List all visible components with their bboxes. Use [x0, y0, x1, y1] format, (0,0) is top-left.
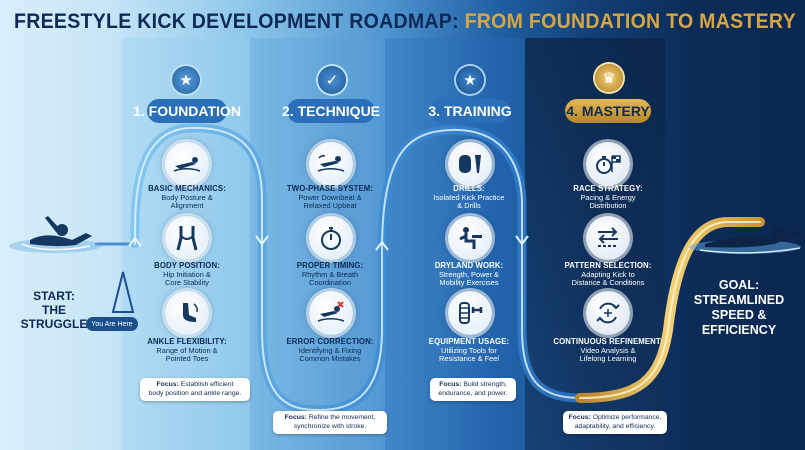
struggling-swimmer-icon	[9, 216, 101, 253]
star-medal-icon: ★	[172, 66, 200, 94]
error-correction-icon	[309, 291, 353, 335]
dryland-exercise-icon	[448, 216, 492, 260]
start-label: START:THE STRUGGLE	[20, 289, 88, 331]
stopwatch-icon	[309, 216, 353, 260]
body-position-label: BODY POSITION:Hip Initiation &Core Stabi…	[154, 261, 220, 288]
stage-header-mastery: 4. MASTERY	[565, 99, 651, 123]
equipment-icon	[448, 291, 492, 335]
foot-icon	[165, 291, 209, 335]
drills-label: DRILLS:Isolated Kick Practice& Drills	[433, 184, 505, 211]
continuous-refinement-label: CONTINUOUS REFINEMENT:Video Analysis &Li…	[553, 337, 663, 364]
technique-focus-box: Focus: Refine the movement,synchronize w…	[273, 411, 387, 435]
check-medal-icon: ✓	[318, 66, 346, 94]
title-part-2: FROM FOUNDATION TO MASTERY	[464, 10, 796, 33]
stage-header-foundation: 1. FOUNDATION	[133, 99, 241, 123]
hip-core-icon	[165, 216, 209, 260]
refinement-cycle-icon	[586, 291, 630, 335]
race-stopwatch-flag-icon	[586, 142, 630, 186]
mastery-focus-box: Focus: Optimize performance,adaptability…	[563, 411, 667, 435]
stage-header-training: 3. TRAINING	[428, 99, 512, 123]
pattern-arrows-icon	[586, 216, 630, 260]
kick-phases-icon	[309, 142, 353, 186]
ankle-flexibility-label: ANKLE FLEXIBILITY:Range of Motion &Point…	[147, 337, 227, 364]
crown-medal-icon: ♛	[595, 64, 623, 92]
star-medal-icon: ★	[456, 66, 484, 94]
you-are-here-badge: You Are Here	[86, 317, 138, 331]
kickboard-fins-icon	[448, 142, 492, 186]
swimmer-posture-icon	[165, 142, 209, 186]
two-phase-system-label: TWO-PHASE SYSTEM:Power Downbeat &Relaxed…	[286, 184, 374, 211]
page-title: FREESTYLE KICK DEVELOPMENT ROADMAP: FROM…	[14, 10, 796, 34]
title-part-1: FREESTYLE KICK DEVELOPMENT ROADMAP:	[14, 10, 459, 33]
stage-header-technique: 2. TECHNIQUE	[282, 99, 380, 123]
basic-mechanics-label: BASIC MECHANICS:Body Posture &Alignment	[148, 184, 226, 211]
streamlined-swimmer-icon	[689, 227, 802, 254]
training-focus-box: Focus: Build strength,endurance, and pow…	[430, 378, 516, 402]
dryland-work-label: DRYLAND WORK:Strength, Power &Mobility E…	[434, 261, 504, 288]
